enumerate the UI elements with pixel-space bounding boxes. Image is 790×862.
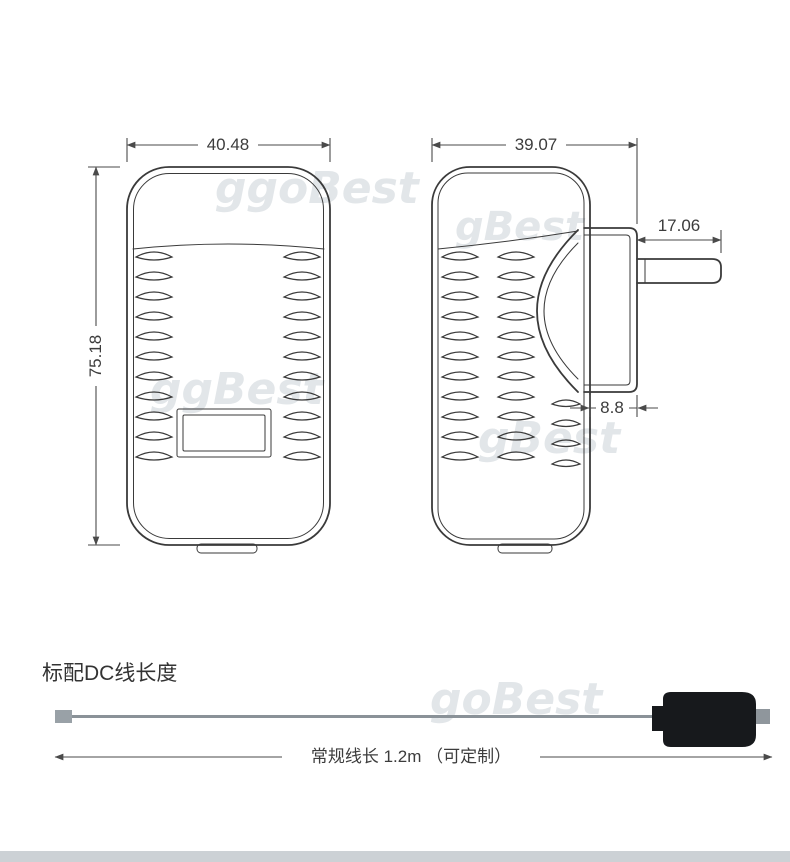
front-view xyxy=(126,166,331,554)
adapter-side-inner-line xyxy=(437,172,585,540)
front-right-vents xyxy=(283,251,321,461)
plug-block-outline xyxy=(583,227,638,393)
dim-front-width: 40.48 xyxy=(126,134,331,162)
side-vents-a xyxy=(441,251,479,461)
plug-block-inner-line xyxy=(583,234,631,386)
dc-plug-tip xyxy=(754,709,770,724)
front-left-vents xyxy=(135,251,173,461)
plug-pin xyxy=(636,258,722,284)
front-height-value: 75.18 xyxy=(86,335,105,378)
watermark-text: ggoBest xyxy=(215,163,421,214)
side-face-arc-outer xyxy=(536,229,579,393)
dim-pin-length: 17.06 xyxy=(636,216,722,253)
side-bottom-foot xyxy=(497,543,553,554)
front-width-value: 40.48 xyxy=(207,135,250,154)
cable-section-heading: 标配DC线长度 xyxy=(42,662,177,685)
dc-plug-body xyxy=(652,692,756,747)
front-seam-line xyxy=(132,243,325,250)
side-face-arc-inner xyxy=(543,242,579,380)
cable-section: 标配DC线长度 常规线长 1.2m （可定制） xyxy=(42,662,773,768)
front-bottom-foot xyxy=(196,543,258,554)
cable-end-connector xyxy=(55,710,72,723)
pin-length-value: 17.06 xyxy=(658,216,701,235)
side-seam-line xyxy=(437,230,579,250)
dim-cable-length: 常规线长 1.2m （可定制） xyxy=(54,745,773,768)
footer-bar xyxy=(0,851,790,862)
watermark-text: gBest xyxy=(455,204,586,250)
dim-side-width: 39.07 xyxy=(431,134,638,224)
adapter-front-inner-line xyxy=(133,173,324,539)
plug-depth-value: 8.8 xyxy=(600,398,624,417)
front-label-plate-outer xyxy=(176,408,272,458)
side-width-value: 39.07 xyxy=(515,135,558,154)
dim-plug-depth: 8.8 xyxy=(570,395,658,417)
adapter-front-outline xyxy=(126,166,331,546)
front-label-plate-inner xyxy=(182,414,266,452)
adapter-side-outline xyxy=(431,166,591,546)
dim-front-height: 75.18 xyxy=(85,166,120,546)
cable-length-value: 常规线长 1.2m （可定制） xyxy=(311,747,511,766)
side-view xyxy=(431,166,722,554)
